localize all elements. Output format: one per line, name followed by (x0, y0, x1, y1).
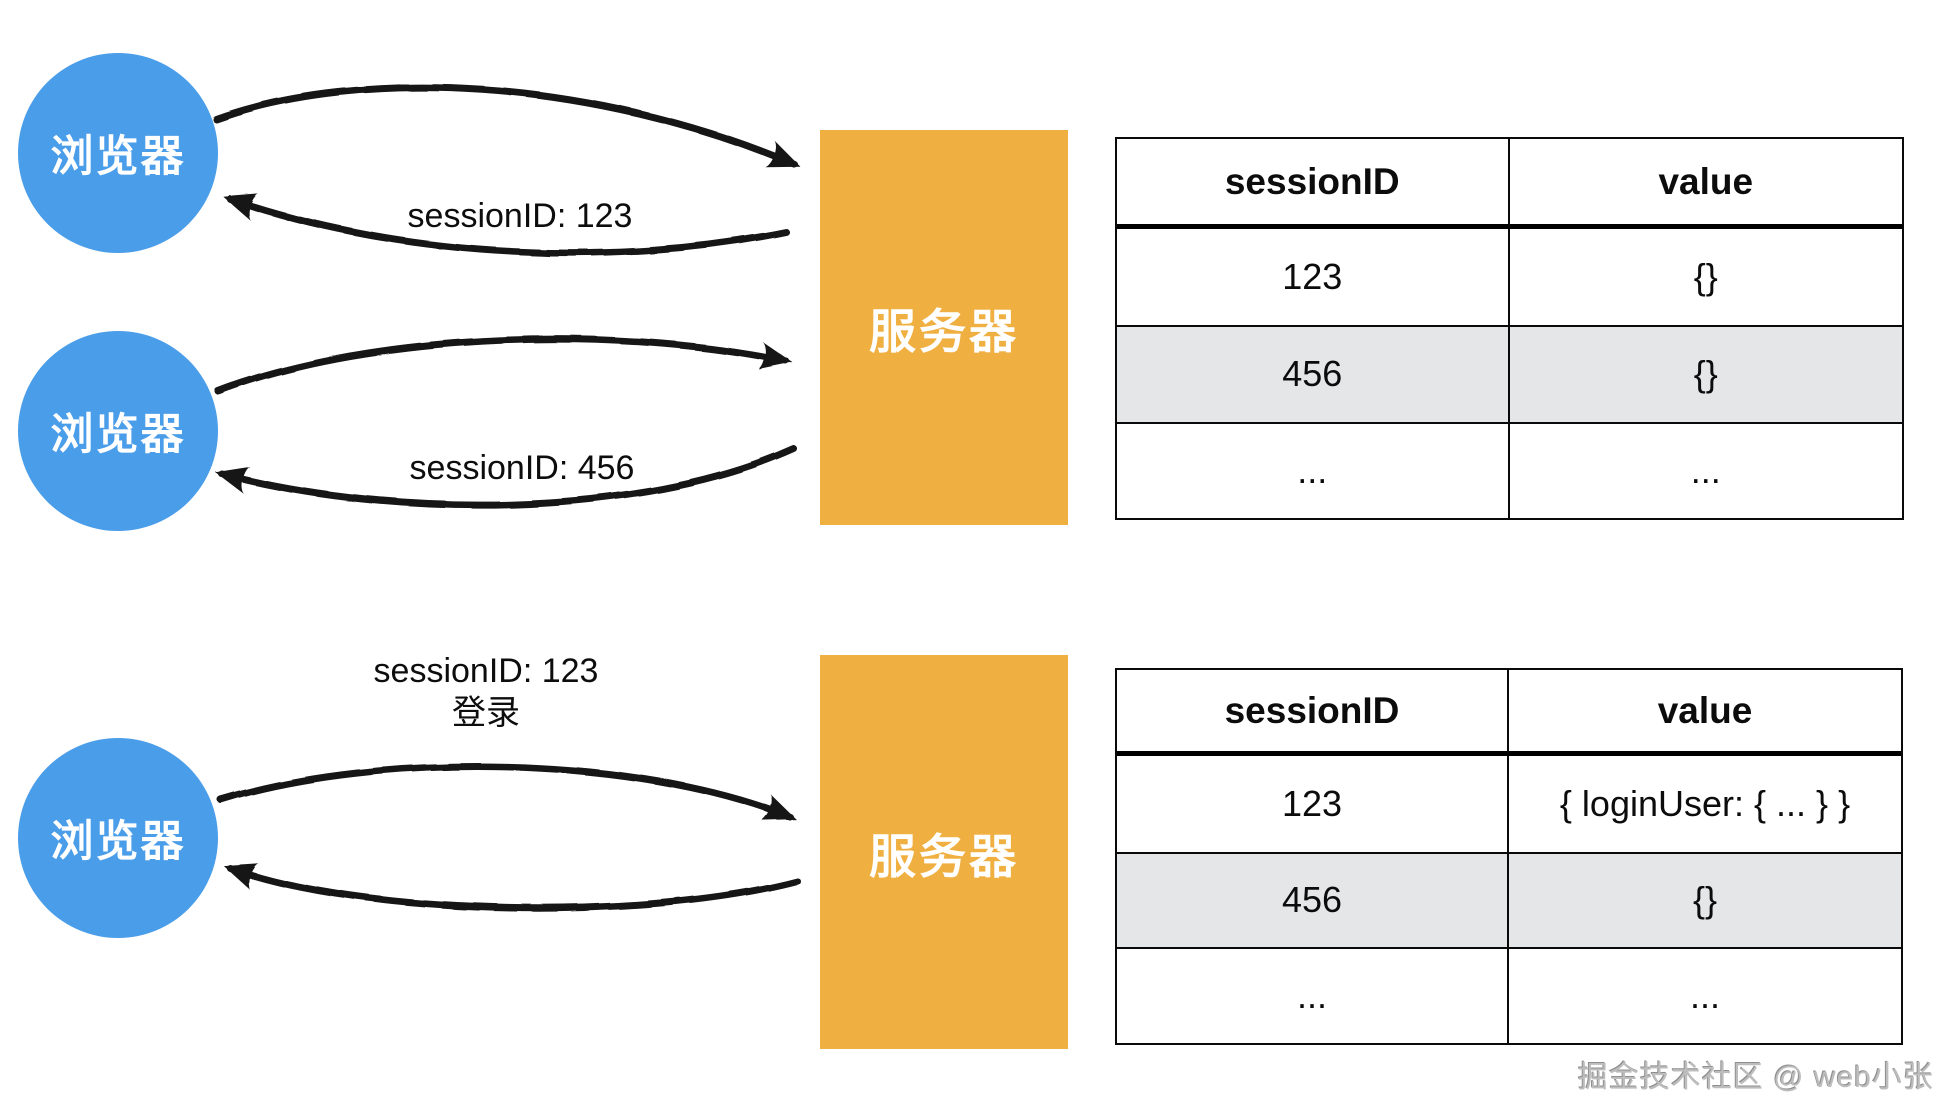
browser-node-3: 浏览器 (18, 738, 218, 938)
arrow-server-to-browser1 (223, 193, 790, 257)
table1-row1-sessionid: 123 (1117, 229, 1510, 326)
table2-row3-value: ... (1509, 947, 1901, 1043)
flow-label-session-123-login-line1: sessionID: 123 (373, 652, 599, 690)
arrow-browser2-to-server (214, 335, 793, 395)
session-table-initial: sessionID value 123 {} 456 {} ... ... (1115, 137, 1904, 520)
table2-row2-sessionid: 456 (1117, 851, 1509, 948)
arrow-browser3-to-server (217, 763, 797, 821)
table2-row2-value: {} (1509, 851, 1901, 948)
arrow-server-to-browser2 (215, 445, 798, 509)
browser-node-2: 浏览器 (18, 331, 218, 531)
flow-label-session-123-login-line2: 登录 (452, 694, 520, 732)
server-node-2: 服务器 (820, 655, 1068, 1049)
table2-row3-sessionid: ... (1117, 947, 1509, 1043)
arrow-browser1-to-server (212, 84, 801, 168)
flow-label-session-123: sessionID: 123 (407, 197, 633, 235)
table1-header-value: value (1509, 139, 1902, 229)
table1-row1-value: {} (1509, 229, 1902, 326)
table1-row2-sessionid: 456 (1117, 325, 1510, 422)
table1-row3-value: ... (1509, 421, 1902, 518)
server-node-1: 服务器 (820, 130, 1068, 525)
watermark: 掘金技术社区 @ web小张 (1577, 1061, 1934, 1094)
table2-row1-value: { loginUser: { ... } } (1509, 756, 1901, 852)
table2-header-sessionid: sessionID (1117, 670, 1509, 756)
arrow-server-to-browser3 (223, 863, 801, 912)
session-table-after-login: sessionID value 123 { loginUser: { ... }… (1115, 668, 1903, 1045)
table1-row2-value: {} (1509, 325, 1902, 422)
flow-label-session-456: sessionID: 456 (409, 449, 635, 487)
table1-row3-sessionid: ... (1117, 421, 1510, 518)
browser-node-2-label: 浏览器 (50, 411, 186, 459)
server-node-2-label: 服务器 (869, 829, 1019, 883)
server-node-1-label: 服务器 (869, 305, 1019, 358)
browser-node-3-label: 浏览器 (50, 818, 186, 866)
table2-row1-sessionid: 123 (1117, 756, 1509, 852)
browser-node-1: 浏览器 (18, 53, 218, 253)
flow-label-session-123-login: sessionID: 123 登录 (236, 650, 736, 734)
browser-node-1-label: 浏览器 (50, 133, 186, 181)
table2-header-value: value (1509, 670, 1901, 756)
table1-header-sessionid: sessionID (1117, 139, 1510, 229)
